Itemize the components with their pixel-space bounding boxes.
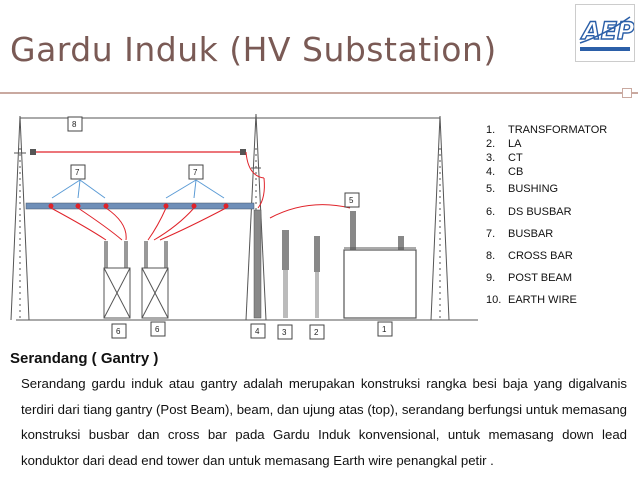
component-legend: 1.TRANSFORMATOR 2.LA 3.CT 4.CB 5.BUSHING… (482, 118, 636, 310)
post-beam-right (430, 115, 450, 321)
legend-item-2: 2.LA (486, 138, 522, 150)
busbar (25, 202, 255, 210)
circuit-breaker (253, 209, 262, 319)
bushing (350, 211, 356, 251)
svg-text:7: 7 (193, 168, 198, 177)
section-subtitle: Serandang ( Gantry ) (10, 350, 159, 367)
svg-text:4: 4 (255, 327, 260, 336)
svg-text:5: 5 (349, 196, 354, 205)
lightning-arrester (314, 236, 320, 272)
ds-busbar-1 (103, 241, 131, 319)
legend-item-3: 3.CT (486, 152, 523, 164)
svg-text:1: 1 (382, 325, 387, 334)
svg-text:3: 3 (282, 328, 287, 337)
svg-text:7: 7 (75, 168, 80, 177)
substation-diagram: 8 7 7 5 6 6 4 3 2 1 (8, 108, 484, 346)
svg-text:6: 6 (116, 327, 121, 336)
legend-item-8: 8.CROSS BAR (486, 250, 573, 262)
current-transformer (282, 230, 289, 270)
ds-busbar-2 (141, 241, 169, 319)
post-beam-left (10, 115, 30, 321)
svg-text:2: 2 (314, 328, 319, 337)
title-divider (0, 92, 638, 94)
legend-item-6: 6.DS BUSBAR (486, 206, 572, 218)
legend-item-5: 5.BUSHING (486, 183, 559, 195)
transformer (343, 249, 417, 319)
company-logo: AEP (575, 4, 636, 62)
legend-item-4: 4.CB (486, 166, 524, 178)
legend-item-10: 10.EARTH WIRE (486, 294, 577, 306)
legend-item-9: 9.POST BEAM (486, 272, 572, 284)
svg-text:6: 6 (155, 325, 160, 334)
svg-text:8: 8 (72, 120, 77, 129)
section-paragraph: Serandang gardu induk atau gantry adalah… (21, 376, 627, 468)
diagram-labels: 8 7 7 5 6 6 4 3 2 1 (67, 116, 393, 340)
legend-item-1: 1.TRANSFORMATOR (486, 124, 608, 136)
legend-item-7: 7.BUSBAR (486, 228, 554, 240)
page-title: Gardu Induk (HV Substation) (10, 30, 497, 69)
divider-ornament (622, 88, 632, 98)
